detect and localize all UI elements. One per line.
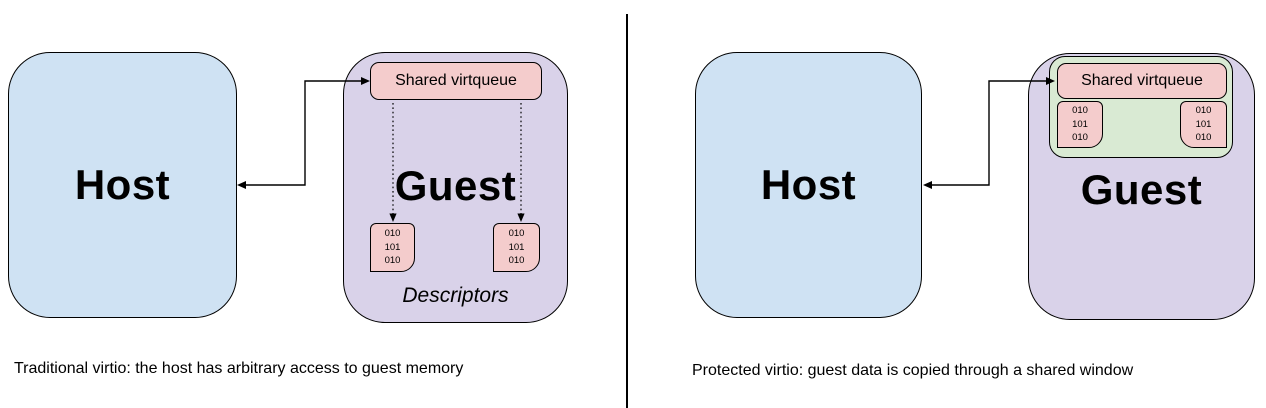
protected-descriptor-bits-1: 010 101 010 (1072, 105, 1088, 144)
traditional-descriptor-box-1: 010 101 010 (370, 223, 415, 272)
descriptors-label: Descriptors (402, 284, 509, 307)
arrowhead-to-host (923, 181, 932, 189)
traditional-host-box: Host (8, 52, 237, 318)
protected-shared-virtqueue-box: Shared virtqueue (1057, 63, 1227, 99)
protected-descriptor-bits-2: 010 101 010 (1195, 105, 1212, 144)
panel-divider-line (626, 14, 628, 408)
traditional-shared-virtqueue-label: Shared virtqueue (395, 72, 517, 89)
protected-host-label: Host (760, 161, 857, 208)
protected-host-box: Host (695, 52, 922, 318)
traditional-shared-virtqueue-box: Shared virtqueue (370, 62, 542, 100)
traditional-caption: Traditional virtio: the host has arbitra… (14, 360, 464, 377)
protected-caption: Protected virtio: guest data is copied t… (692, 362, 1134, 379)
traditional-descriptor-box-2: 010 101 010 (493, 223, 540, 272)
traditional-descriptor-bits-2: 010 101 010 (508, 228, 525, 267)
traditional-guest-label: Guest (394, 162, 517, 209)
arrowhead-to-host (237, 181, 246, 189)
protected-descriptor-box-1: 010 101 010 (1057, 101, 1103, 148)
protected-guest-label: Guest (1080, 166, 1203, 213)
traditional-host-label: Host (74, 161, 171, 208)
protected-shared-virtqueue-label: Shared virtqueue (1081, 72, 1203, 89)
protected-descriptor-box-2: 010 101 010 (1180, 101, 1227, 148)
traditional-descriptor-bits-1: 010 101 010 (384, 228, 401, 267)
